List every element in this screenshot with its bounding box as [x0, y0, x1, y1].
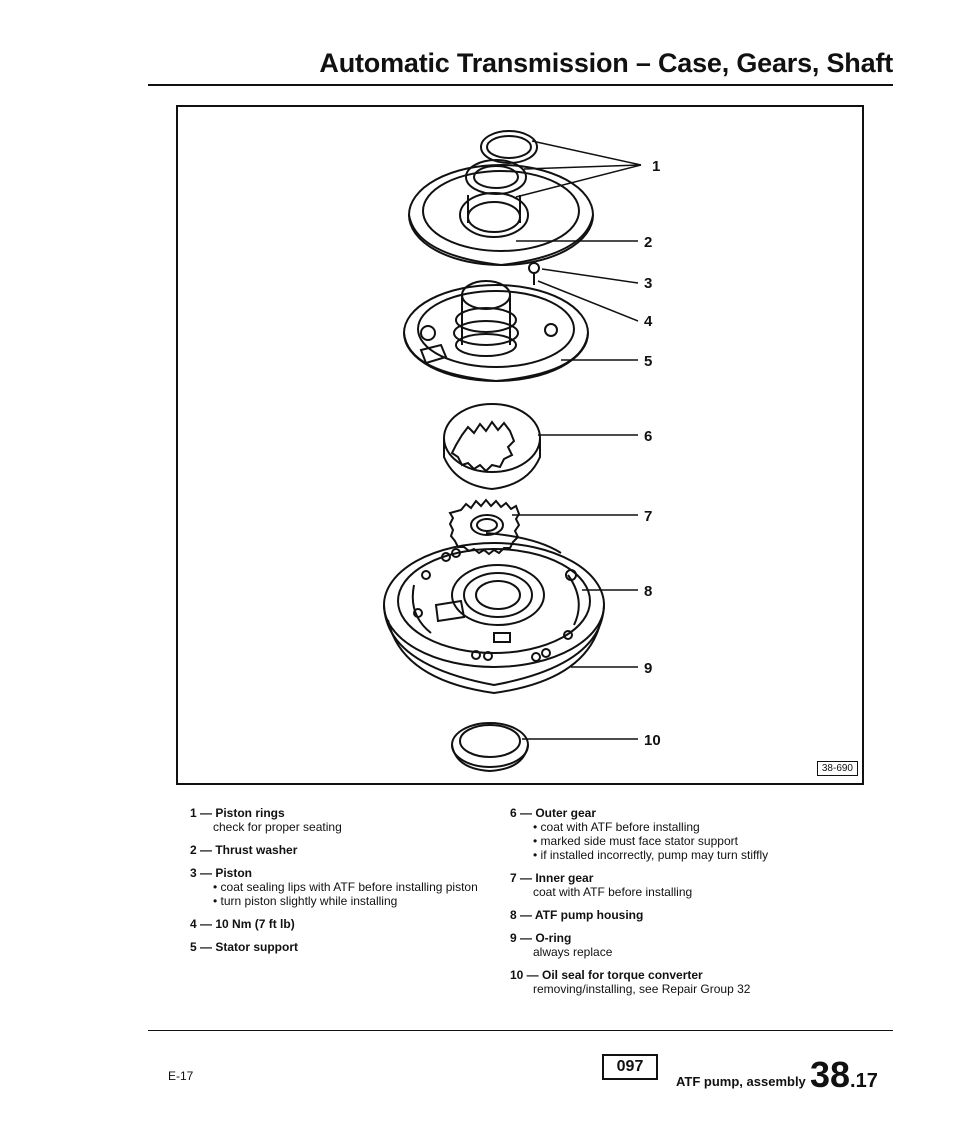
header-rule: [148, 84, 893, 86]
legend-item-note: removing/installing, see Repair Group 32: [533, 982, 751, 996]
legend-item: 2 — Thrust washer: [190, 843, 510, 857]
leader-lines: [512, 140, 642, 740]
callout-10: 10: [644, 732, 661, 749]
callout-5: 5: [644, 353, 652, 370]
piston-rings-part: [465, 130, 538, 195]
callout-8: 8: [644, 583, 652, 600]
legend-item: 8 — ATF pump housing: [510, 908, 870, 922]
legend-item-note: check for proper seating: [213, 820, 342, 834]
inner-gear-part: [448, 498, 521, 556]
legend-item-title: 10 — Oil seal for torque converter: [510, 968, 703, 982]
legend-item-title: 5 — Stator support: [190, 940, 299, 954]
legend-item-title: 6 — Outer gear: [510, 806, 597, 820]
callout-2: 2: [644, 234, 652, 251]
legend-item-title: 4 — 10 Nm (7 ft lb): [190, 917, 295, 931]
legend-item-title: 2 — Thrust washer: [190, 843, 298, 857]
stator-support-part: [403, 280, 589, 383]
piston-part: [528, 262, 540, 285]
section-title: ATF pump, assembly: [676, 1074, 806, 1089]
legend-item-title: 9 — O-ring: [510, 931, 572, 945]
callout-9: 9: [644, 660, 652, 677]
legend-item: 5 — Stator support: [190, 940, 510, 954]
page-title: Automatic Transmission – Case, Gears, Sh…: [319, 48, 893, 78]
oil-seal-part: [451, 722, 529, 773]
model-code-badge: 097: [602, 1054, 658, 1080]
callout-6: 6: [644, 428, 652, 445]
thrust-washer-part: [408, 164, 594, 267]
exploded-view-illustration: 1 2 3 4 5 6 7 8 9 10: [383, 130, 661, 773]
callout-1: 1: [652, 158, 660, 175]
callout-3: 3: [644, 275, 652, 292]
figure-code-badge: 38-690: [816, 761, 858, 776]
o-ring-part: [383, 604, 605, 695]
atf-pump-housing-part: [383, 532, 605, 668]
legend-item: 6 — Outer gear• coat with ATF before ins…: [510, 806, 870, 862]
legend-item: 4 — 10 Nm (7 ft lb): [190, 917, 510, 931]
outer-gear-part: [443, 403, 541, 491]
legend-item-note: • marked side must face stator support: [533, 834, 738, 848]
legend-item: 3 — Piston• coat sealing lips with ATF b…: [190, 866, 510, 908]
legend-item-note: coat with ATF before installing: [533, 885, 693, 899]
legend-item-title: 8 — ATF pump housing: [510, 908, 644, 922]
legend-item-note: • coat sealing lips with ATF before inst…: [213, 880, 478, 894]
legend-item-title: 3 — Piston: [190, 866, 253, 880]
legend-item-note: • coat with ATF before installing: [533, 820, 700, 834]
legend-right-column: 6 — Outer gear• coat with ATF before ins…: [510, 806, 870, 1005]
legend-item-note: • if installed incorrectly, pump may tur…: [533, 848, 769, 862]
callout-7: 7: [644, 508, 652, 525]
figure-frame: [176, 105, 864, 785]
callout-4: 4: [644, 313, 653, 330]
page-number: 38.17: [810, 1054, 878, 1096]
legend-item-title: 1 — Piston rings: [190, 806, 285, 820]
legend-item-title: 7 — Inner gear: [510, 871, 594, 885]
legend-item-note: always replace: [533, 945, 613, 959]
legend-item-note: • turn piston slightly while installing: [213, 894, 398, 908]
page-number-major: 38: [810, 1054, 851, 1095]
footer-rule: [148, 1030, 893, 1031]
page-number-minor: .17: [850, 1070, 878, 1092]
page-reference: E-17: [168, 1069, 194, 1083]
